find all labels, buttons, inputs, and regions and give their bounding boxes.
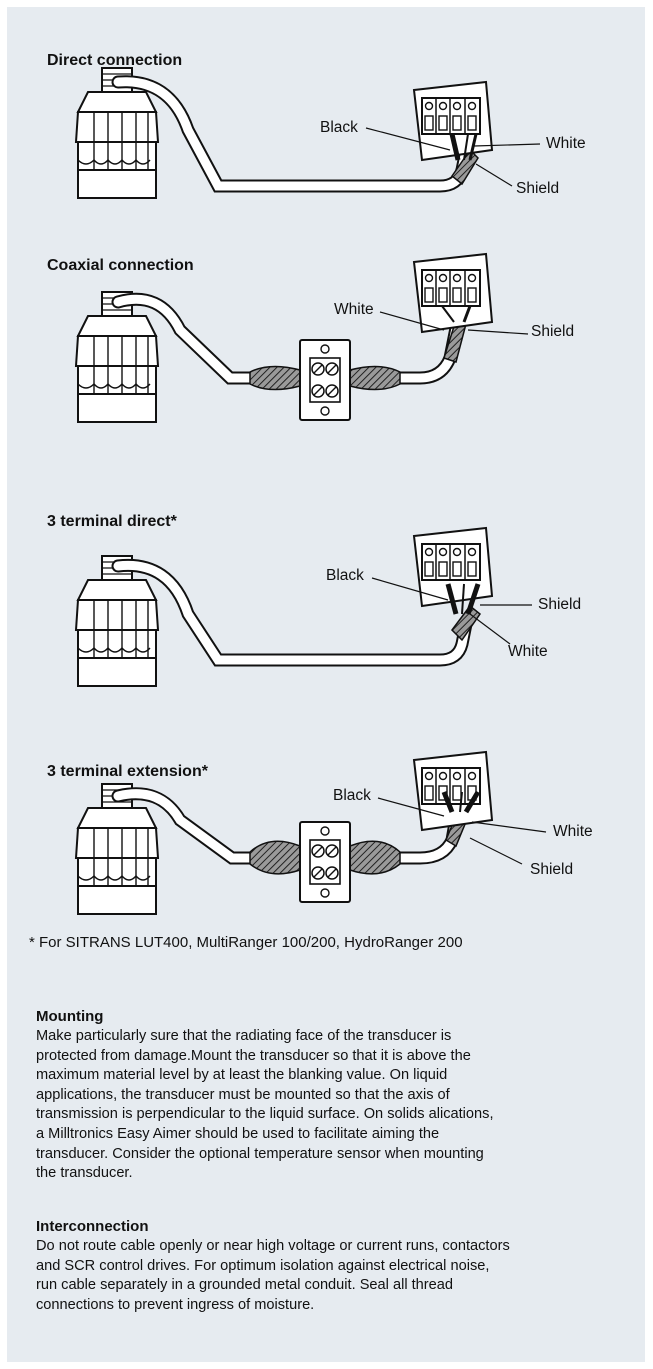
white-wire-label: White bbox=[334, 301, 374, 318]
three-terminal-direct-diagram bbox=[75, 527, 532, 687]
black-wire-label: Black bbox=[326, 567, 364, 584]
white-wire-label: White bbox=[553, 823, 593, 840]
shield-wire-label: Shield bbox=[531, 323, 575, 340]
interconnection-heading: Interconnection bbox=[36, 1218, 149, 1235]
coaxial-connection-title: Coaxial connection bbox=[47, 257, 194, 274]
footnote: * For SITRANS LUT400, MultiRanger 100/20… bbox=[29, 934, 463, 951]
mounting-line: maximum material level by at least the b… bbox=[36, 1067, 448, 1084]
shield-wire-label: Shield bbox=[516, 180, 560, 197]
wiring-diagrams bbox=[75, 67, 547, 915]
three-terminal-extension-diagram bbox=[75, 751, 547, 915]
direct-connection-title: Direct connection bbox=[47, 52, 183, 69]
three-terminal-direct-title: 3 terminal direct* bbox=[47, 513, 177, 530]
black-wire-label: Black bbox=[333, 787, 371, 804]
shield-wire-label: Shield bbox=[530, 861, 574, 878]
mounting-line: a Milltronics Easy Aimer should be used … bbox=[36, 1125, 440, 1142]
white-wire-label: White bbox=[508, 643, 548, 660]
interconnection-line: run cable separately in a grounded metal… bbox=[36, 1277, 453, 1294]
mounting-line: transducer. Consider the optional temper… bbox=[36, 1145, 484, 1162]
mounting-heading: Mounting bbox=[36, 1008, 104, 1025]
shield-wire-label: Shield bbox=[538, 596, 582, 613]
mounting-line: applications, the transducer must be mou… bbox=[36, 1086, 450, 1103]
interconnection-line: connections to prevent ingress of moistu… bbox=[36, 1296, 315, 1313]
coaxial-connection-diagram bbox=[75, 253, 529, 423]
interconnection-line: and SCR control drives. For optimum isol… bbox=[36, 1257, 490, 1274]
three-terminal-extension-title: 3 terminal extension* bbox=[47, 763, 208, 780]
mounting-line: transmission is perpendicular to the liq… bbox=[36, 1106, 494, 1123]
direct-connection-diagram bbox=[75, 67, 541, 199]
mounting-line: protected from damage.Mount the transduc… bbox=[36, 1047, 471, 1064]
black-wire-label: Black bbox=[320, 119, 358, 136]
mounting-body: Make particularly sure that the radiatin… bbox=[36, 1027, 636, 1184]
white-wire-label: White bbox=[546, 135, 586, 152]
mounting-line: Make particularly sure that the radiatin… bbox=[36, 1028, 452, 1044]
mounting-line: the transducer. bbox=[36, 1165, 133, 1182]
interconnection-line: Do not route cable openly or near high v… bbox=[36, 1238, 510, 1254]
interconnection-body: Do not route cable openly or near high v… bbox=[36, 1237, 636, 1315]
